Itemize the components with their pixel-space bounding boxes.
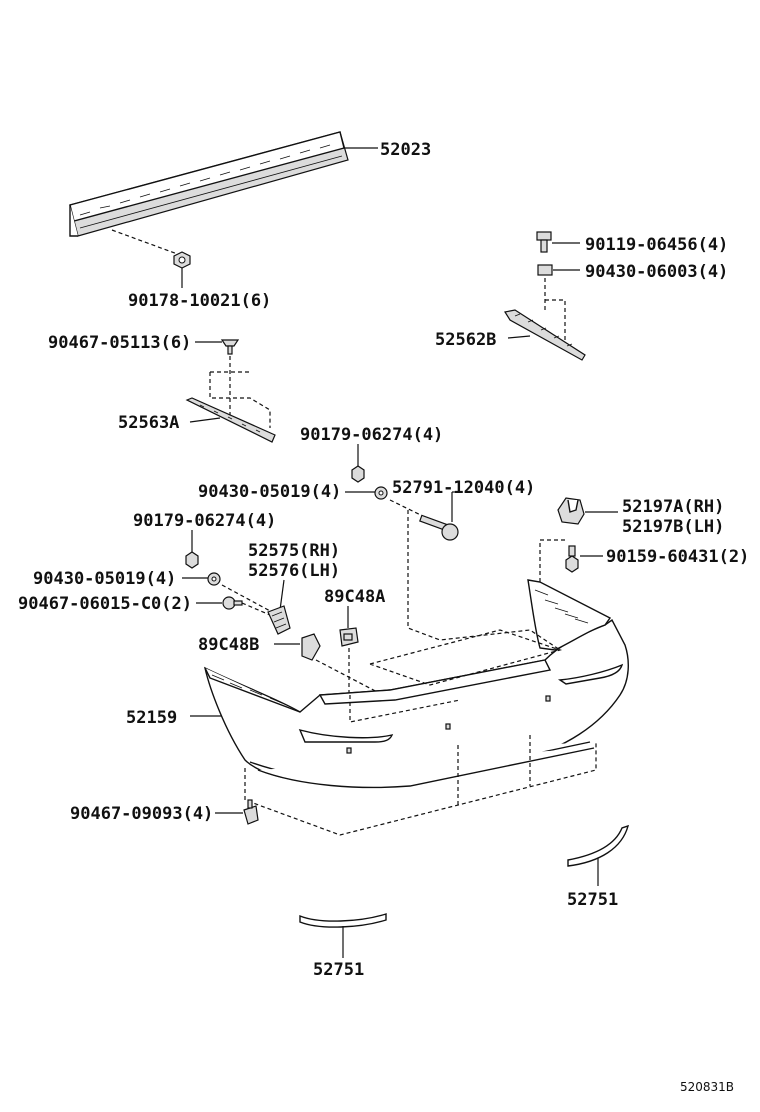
label-90467-09093: 90467-09093(4) xyxy=(70,804,213,824)
label-89C48A: 89C48A xyxy=(324,587,385,607)
label-90430-05019-lower: 90430-05019(4) xyxy=(33,569,176,589)
label-52751-left: 52751 xyxy=(313,960,364,980)
label-52576-LH: 52576(LH) xyxy=(248,561,340,581)
label-90467-05113: 90467-05113(6) xyxy=(48,333,191,353)
label-90179-06274-lower: 90179-06274(4) xyxy=(133,511,276,531)
label-52575-RH: 52575(RH) xyxy=(248,541,340,561)
nut-icon xyxy=(351,465,365,483)
push-clip-icon xyxy=(243,799,259,825)
label-90159-60431: 90159-60431(2) xyxy=(606,547,749,567)
side-retainer-part xyxy=(267,605,291,635)
molding-left-part xyxy=(299,913,387,928)
clip-nut-icon xyxy=(537,264,553,276)
rear-bumper-cover-part xyxy=(203,579,629,789)
label-52159: 52159 xyxy=(126,708,177,728)
label-52751-right: 52751 xyxy=(567,890,618,910)
diagram-code: 520831B xyxy=(680,1080,734,1094)
label-90467-06015-C0: 90467-06015-C0(2) xyxy=(18,594,192,614)
washer-icon xyxy=(207,572,221,586)
label-90179-06274-upper: 90179-06274(4) xyxy=(300,425,443,445)
nut-icon xyxy=(185,551,199,569)
label-52562B: 52562B xyxy=(435,330,496,350)
bumper-reinforcement-part xyxy=(69,131,349,237)
washer-icon xyxy=(374,486,388,500)
bolt-icon xyxy=(536,231,552,253)
push-clip-icon xyxy=(222,596,243,610)
label-52023: 52023 xyxy=(380,140,431,160)
label-89C48B: 89C48B xyxy=(198,635,259,655)
sensor-bracket-icon xyxy=(301,633,321,661)
label-52791-12040-visible: 52791-12040(4) xyxy=(392,478,535,498)
push-clip-icon xyxy=(220,339,240,355)
retainer-52563a-part xyxy=(185,397,276,443)
retainer-52562b-part xyxy=(504,309,586,361)
label-90119-06456: 90119-06456(4) xyxy=(585,235,728,255)
label-52197A-RH: 52197A(RH) xyxy=(622,497,724,517)
nut-icon xyxy=(173,251,191,269)
screw-icon xyxy=(565,545,579,573)
label-90178-10021: 90178-10021(6) xyxy=(128,291,271,311)
sensor-retainer-icon xyxy=(339,627,359,647)
label-90430-06003: 90430-06003(4) xyxy=(585,262,728,282)
label-90430-05019-upper: 90430-05019(4) xyxy=(198,482,341,502)
label-52197B-LH: 52197B(LH) xyxy=(622,517,724,537)
bumper-stay-bracket-icon xyxy=(557,497,585,525)
label-52563A: 52563A xyxy=(118,413,179,433)
mounting-bolt-icon xyxy=(419,514,459,541)
